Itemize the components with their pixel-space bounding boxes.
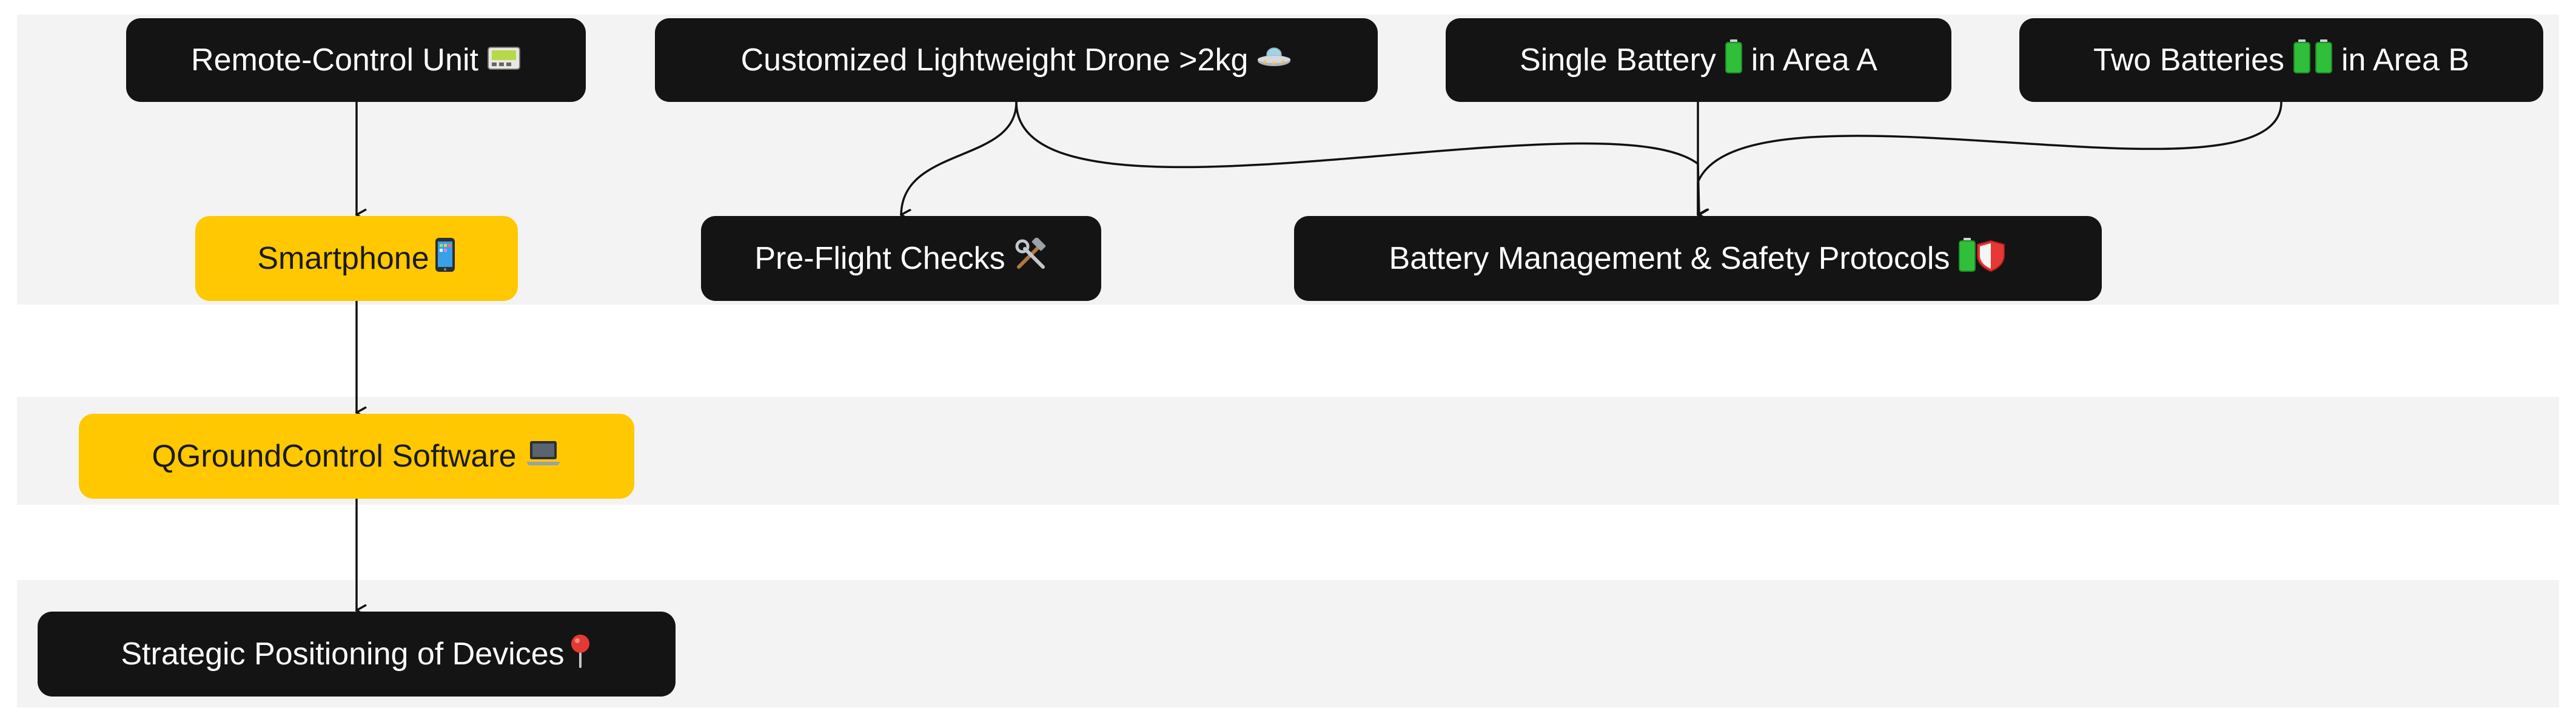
node-customized-lightweight-drone[interactable]: Customized Lightweight Drone >2kg — [655, 18, 1378, 102]
node-drone-label: Customized Lightweight Drone >2kg — [740, 42, 1249, 78]
edge-drone-to-battery-mgmt — [1015, 101, 1699, 215]
node-strategic-positioning[interactable]: Strategic Positioning of Devices — [38, 612, 676, 697]
mobile-phone-icon — [434, 237, 456, 281]
round-pushpin-icon — [568, 633, 592, 676]
node-two-batteries-label-after: in Area B — [2341, 42, 2470, 78]
node-pre-flight-checks-label: Pre-Flight Checks — [754, 241, 1005, 276]
laptop-icon — [525, 438, 562, 474]
pager-icon — [487, 42, 521, 78]
edge-drone-to-preflight — [901, 101, 1018, 215]
battery-icon — [1725, 39, 1743, 82]
node-qgroundcontrol-software[interactable]: QGroundControl Software — [79, 414, 634, 499]
node-strategic-positioning-label: Strategic Positioning of Devices — [121, 636, 565, 672]
node-qgroundcontrol-label: QGroundControl Software — [152, 439, 517, 474]
node-single-battery-label-after: in Area A — [1751, 42, 1877, 78]
node-remote-control-unit[interactable]: Remote-Control Unit — [126, 18, 586, 102]
node-smartphone[interactable]: Smartphone — [195, 216, 518, 301]
edge-two-batteries-to-battery-mgmt — [1698, 101, 2283, 215]
node-two-batteries-area-b[interactable]: Two Batteries in Area B — [2019, 18, 2543, 102]
node-single-battery-label-before: Single Battery — [1520, 42, 1716, 78]
node-pre-flight-checks[interactable]: Pre-Flight Checks — [701, 216, 1101, 301]
two-batteries-icon — [2293, 39, 2333, 82]
battery-and-shield-icon — [1958, 237, 2007, 280]
node-battery-management-safety[interactable]: Battery Management & Safety Protocols — [1294, 216, 2102, 301]
node-single-battery-area-a[interactable]: Single Battery in Area A — [1446, 18, 1951, 102]
node-smartphone-label: Smartphone — [257, 241, 429, 276]
hammer-and-wrench-icon — [1014, 237, 1048, 280]
node-remote-control-unit-label: Remote-Control Unit — [191, 42, 478, 78]
node-battery-management-label: Battery Management & Safety Protocols — [1389, 241, 1950, 276]
node-two-batteries-label-before: Two Batteries — [2093, 42, 2284, 78]
flying-saucer-icon — [1256, 42, 1292, 78]
